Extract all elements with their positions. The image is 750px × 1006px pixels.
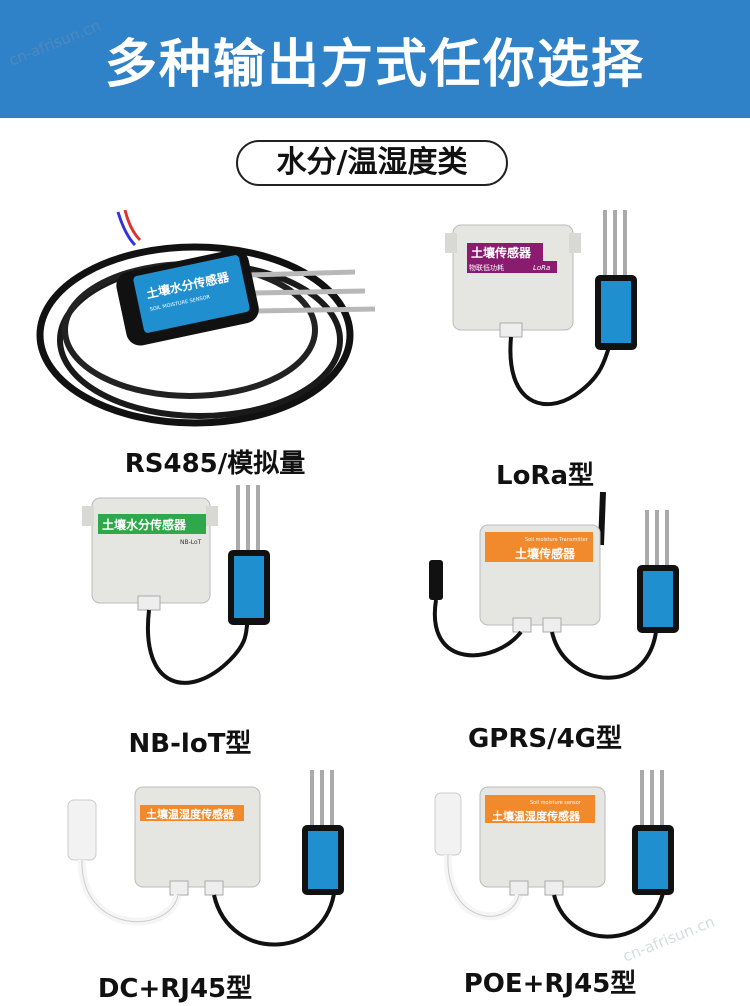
product-image-nbiot: 土壤水分传感器 NB-LoT: [82, 485, 270, 685]
device-box-text: 土壤水分传感器: [102, 517, 187, 532]
device-box-text: 土壤温湿度传感器: [146, 807, 235, 821]
product-label-poe-rj45: POE+RJ45型: [463, 969, 637, 999]
product-label-rs485: RS485/模拟量: [124, 449, 306, 479]
device-box-subtext: Soil moisture sensor: [530, 800, 582, 806]
banner-title: 多种输出方式任你选择: [104, 35, 645, 95]
product-image-rs485: 土壤水分传感器 SOIL MOISTURE SENSOR: [36, 209, 376, 427]
header-banner: 多种输出方式任你选择: [0, 0, 750, 118]
device-box-text: 土壤传感器: [515, 546, 576, 561]
device-box-subtext: NB-LoT: [180, 539, 202, 546]
device-box-text: 土壤传感器: [471, 245, 532, 260]
device-box-subtext: 物联低功耗: [469, 263, 504, 272]
product-label-gprs: GPRS/4G型: [467, 724, 623, 754]
product-image-gprs: Soil moisture Transmitter 土壤传感器: [429, 491, 679, 680]
device-box-subtext: Soil moisture Transmitter: [525, 537, 589, 543]
device-box-text: 土壤温湿度传感器: [492, 809, 581, 823]
device-badge-text: LoRa: [533, 264, 550, 272]
product-label-nbiot: NB-loT型: [128, 729, 252, 759]
section-title-pill: 水分/温湿度类: [236, 140, 508, 186]
product-image-dc-rj45: 土壤温湿度传感器: [67, 770, 344, 947]
product-label-lora: LoRa型: [496, 461, 594, 491]
product-image-poe-rj45: Soil moisture sensor 土壤温湿度传感器: [434, 770, 674, 939]
product-image-lora: 土壤传感器 物联低功耗 LoRa: [445, 210, 637, 407]
product-label-dc-rj45: DC+RJ45型: [97, 974, 253, 1004]
